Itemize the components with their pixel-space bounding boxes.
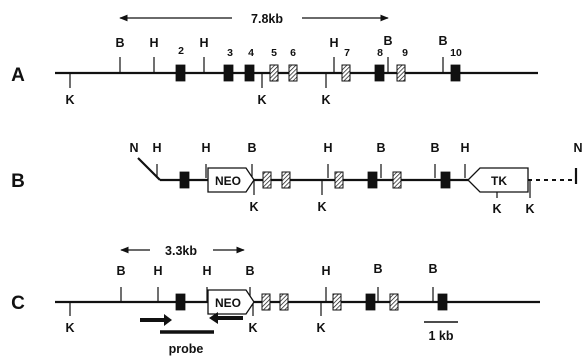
exon-4 — [244, 64, 255, 82]
row-b-vector-arm — [137, 157, 161, 181]
exon-6 — [288, 64, 298, 82]
row-b-targeting-vector: B N H H B H B B H N K K K K — [11, 141, 582, 216]
row-b-site-h: H — [152, 141, 161, 155]
row-a-top-sites: B H H H B B — [115, 34, 448, 73]
row-c-scale-label: 1 kb — [428, 329, 453, 343]
row-a-site-k: K — [321, 93, 330, 107]
exon-label: 4 — [248, 47, 254, 59]
primer-forward-arrow — [140, 314, 172, 326]
row-c-primers — [140, 312, 243, 326]
row-a-label: A — [11, 65, 25, 86]
row-c-site-b: B — [245, 264, 254, 278]
row-b-site-k: K — [249, 200, 258, 214]
row-a-site-h: H — [329, 36, 338, 50]
exon-label: 9 — [402, 47, 408, 59]
row-b-site-b: B — [376, 141, 385, 155]
row-c-site-k: K — [248, 321, 257, 335]
row-c-site-h: H — [153, 264, 162, 278]
row-b-site-k: K — [492, 202, 501, 216]
row-b-top-sites: N H H B H B B H N — [129, 141, 582, 178]
exon-label: 10 — [450, 47, 462, 59]
row-c-label: C — [11, 293, 25, 314]
row-a-site-h: H — [149, 36, 158, 50]
row-a-span-label: 7.8kb — [251, 12, 283, 26]
row-c-site-b: B — [373, 262, 382, 276]
row-c-exons — [175, 293, 448, 311]
exon-label: 5 — [271, 47, 277, 59]
row-a-site-k: K — [257, 93, 266, 107]
exon — [365, 293, 376, 311]
exon-2 — [175, 64, 186, 82]
exon — [332, 293, 342, 311]
row-a-site-h: H — [199, 36, 208, 50]
exon — [367, 171, 378, 189]
row-b-neo-cassette: NEO — [207, 167, 255, 193]
row-c-site-h: H — [321, 264, 330, 278]
exon-3 — [223, 64, 234, 82]
exon — [334, 171, 344, 189]
row-a-exons: 2 3 4 5 6 7 8 9 10 — [175, 45, 462, 82]
exon-9 — [396, 64, 406, 82]
exon — [281, 171, 291, 189]
row-c-neo-cassette: NEO — [207, 289, 255, 315]
row-a-site-k: K — [65, 93, 74, 107]
row-c-site-k: K — [65, 321, 74, 335]
exon-8 — [374, 64, 385, 82]
row-c-site-b: B — [428, 262, 437, 276]
exon — [175, 293, 186, 311]
row-a-wild-type-locus: A 7.8kb B H H H B B K K K 2 3 — [11, 12, 538, 107]
row-c-span-arrow: 3.3kb — [120, 244, 245, 258]
row-b-site-b: B — [430, 141, 439, 155]
exon-label: 8 — [377, 47, 383, 59]
row-b-neo-label: NEO — [215, 174, 241, 188]
row-a-bottom-sites: K K K — [65, 73, 331, 107]
exon — [279, 293, 289, 311]
exon — [389, 293, 399, 311]
exon — [437, 293, 448, 311]
row-c-scale-bar: 1 kb — [424, 321, 458, 343]
row-c-neo-label: NEO — [215, 296, 241, 310]
exon-label: 7 — [344, 47, 350, 59]
row-b-tk-cassette: TK — [467, 167, 529, 193]
primer-reverse-arrow — [209, 312, 243, 324]
row-a-span-arrow: 7.8kb — [119, 12, 389, 26]
row-c-top-sites: B H H B H B B — [116, 262, 438, 302]
row-b-site-h: H — [460, 141, 469, 155]
exon — [440, 171, 451, 189]
row-b-site-k: K — [317, 200, 326, 214]
row-c-targeted-locus: C 3.3kb B H H B H B B K K K — [11, 244, 540, 356]
row-b-label: B — [11, 171, 25, 192]
exon-5 — [269, 64, 279, 82]
row-c-probe-label: probe — [169, 342, 204, 356]
row-b-site-b: B — [247, 141, 256, 155]
row-c-site-h: H — [202, 264, 211, 278]
row-b-bottom-sites: K K K K — [249, 180, 535, 216]
exon — [262, 171, 272, 189]
row-c-site-b: B — [116, 264, 125, 278]
exon — [261, 293, 271, 311]
row-a-site-b: B — [115, 36, 124, 50]
exon — [179, 171, 190, 189]
row-b-site-n: N — [573, 141, 582, 155]
exon — [392, 171, 402, 189]
row-b-site-n: N — [129, 141, 138, 155]
exon-label: 2 — [178, 45, 184, 57]
row-c-probe: probe — [160, 330, 214, 356]
row-b-site-h: H — [201, 141, 210, 155]
row-a-site-b: B — [438, 34, 447, 48]
row-a-site-b: B — [383, 34, 392, 48]
row-b-exons — [179, 171, 451, 189]
row-b-tk-label: TK — [491, 174, 507, 188]
row-b-site-k: K — [525, 202, 534, 216]
exon-10 — [450, 64, 461, 82]
row-c-site-k: K — [316, 321, 325, 335]
row-b-site-h: H — [323, 141, 332, 155]
row-c-span-label: 3.3kb — [165, 244, 197, 258]
exon-label: 6 — [290, 47, 296, 59]
exon-7 — [341, 64, 351, 82]
exon-label: 3 — [227, 47, 233, 59]
